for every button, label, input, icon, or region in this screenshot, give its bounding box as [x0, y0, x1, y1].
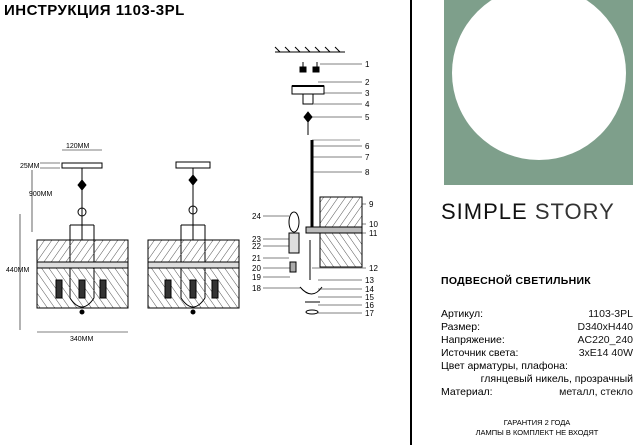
technical-drawing: 120MM 25MM 900MM 440MM 340MM: [6, 46, 378, 343]
callout-9: 9: [369, 200, 374, 209]
callout-13: 13: [365, 276, 374, 285]
callout-10: 10: [369, 220, 378, 229]
spec-row: Напряжение: AC220_240: [441, 334, 633, 347]
brand-logo: SIMPLE STORY: [441, 199, 615, 225]
color-label: Цвет арматуры, плафона:: [441, 360, 568, 372]
brand-circle: [452, 0, 626, 160]
dim-25: 25MM: [20, 163, 40, 170]
callout-18: 18: [252, 284, 261, 293]
canopy-front: [61, 162, 103, 169]
vertical-divider: [410, 0, 412, 445]
footer-note: ГАРАНТИЯ 2 ГОДА ЛАМПЫ В КОМПЛЕКТ НЕ ВХОД…: [441, 418, 633, 438]
callout-8: 8: [365, 168, 370, 177]
callout-12: 12: [369, 264, 378, 273]
spec-label: Артикул:: [441, 308, 484, 320]
dim-900: 900MM: [29, 191, 53, 198]
material-value: металл, стекло: [559, 386, 633, 398]
spec-label: Источник света:: [441, 347, 519, 359]
callout-7: 7: [365, 153, 370, 162]
dim-440: 440MM: [6, 267, 30, 274]
dim-340: 340MM: [70, 336, 94, 343]
exploded-view: [274, 46, 363, 315]
callout-3: 3: [365, 89, 370, 98]
callout-14: 14: [365, 285, 374, 294]
shade-top-front: [36, 239, 129, 263]
callout-19: 19: [252, 273, 261, 282]
brand-word-simple: SIMPLE: [441, 199, 528, 224]
callout-11: 11: [369, 229, 378, 238]
lamps-note: ЛАМПЫ В КОМПЛЕКТ НЕ ВХОДЯТ: [475, 428, 599, 437]
callout-21: 21: [252, 254, 261, 263]
spec-value: D340xH440: [577, 321, 633, 333]
callout-16: 16: [365, 301, 374, 310]
callout-24: 24: [252, 212, 261, 221]
callout-20: 20: [252, 264, 261, 273]
callout-4: 4: [365, 100, 370, 109]
spec-row-material: Материал: металл, стекло: [441, 386, 633, 399]
material-label: Материал:: [441, 386, 493, 398]
callout-23: 23: [252, 235, 261, 244]
side-view: [147, 161, 240, 315]
brand-graphic: [444, 0, 633, 185]
spec-value: 3xE14 40W: [578, 347, 633, 359]
spec-value: AC220_240: [577, 334, 633, 346]
spec-list: Артикул: 1103-3PL Размер: D340xH440 Напр…: [441, 308, 633, 399]
callout-15: 15: [365, 293, 374, 302]
product-type: ПОДВЕСНОЙ СВЕТИЛЬНИК: [441, 275, 592, 287]
spec-value: 1103-3PL: [588, 308, 633, 320]
spec-row: Артикул: 1103-3PL: [441, 308, 633, 321]
color-value: глянцевый никель, прозрачный: [480, 373, 633, 385]
callout-6: 6: [365, 142, 370, 151]
callout-1: 1: [365, 60, 370, 69]
page-title: ИНСТРУКЦИЯ 1103-3PL: [4, 2, 185, 19]
warranty-text: ГАРАНТИЯ 2 ГОДА: [503, 418, 571, 427]
spec-label: Размер:: [441, 321, 481, 333]
dim-120: 120MM: [66, 143, 90, 150]
callout-22: 22: [252, 242, 261, 251]
spec-row: Размер: D340xH440: [441, 321, 633, 334]
brand-word-story: STORY: [534, 199, 615, 224]
callout-5: 5: [365, 113, 370, 122]
front-view: [36, 162, 129, 315]
callout-2: 2: [365, 78, 370, 87]
spec-label: Напряжение:: [441, 334, 505, 346]
spec-row: Источник света: 3xE14 40W: [441, 347, 633, 360]
callout-17: 17: [365, 309, 374, 318]
